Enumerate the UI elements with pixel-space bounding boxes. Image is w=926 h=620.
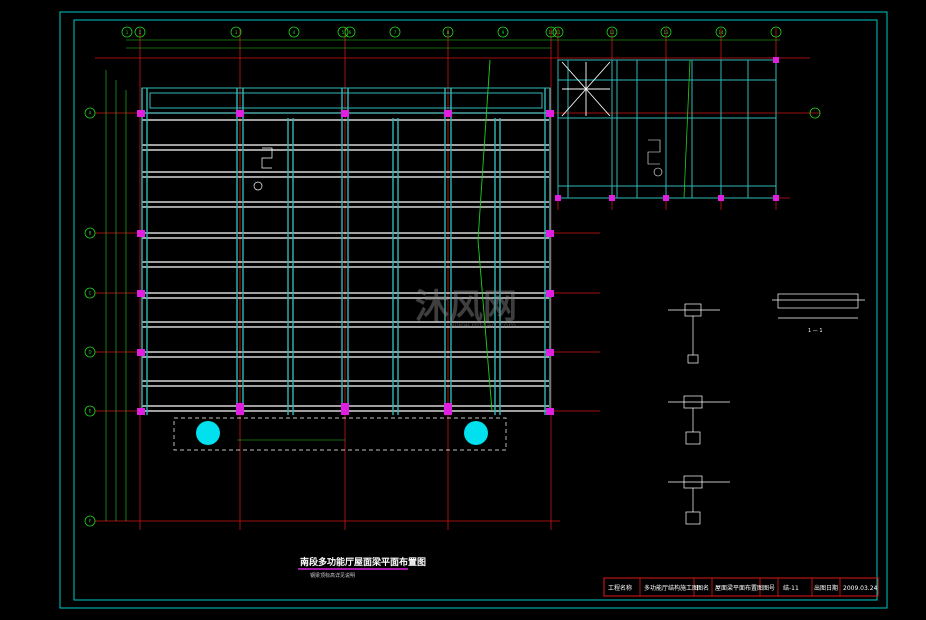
- top-parapet-band: [141, 87, 551, 114]
- axis-label-top: 7: [394, 30, 397, 35]
- drawing-inner-frame: [73, 19, 878, 601]
- axis-label-top: 5: [342, 30, 345, 35]
- cyan-circle-left: [196, 421, 220, 445]
- axis-label-left: C: [89, 291, 92, 296]
- axis-label-left: F: [89, 519, 92, 524]
- title-block-cell: 图号: [763, 585, 775, 592]
- title-block-cell: 结-11: [783, 584, 799, 592]
- axis-label-left: A: [89, 111, 92, 116]
- main-columns: [137, 110, 554, 415]
- axis-label-top: 6: [349, 30, 352, 35]
- cyan-circle-right: [464, 421, 488, 445]
- right-roof-panel: [557, 59, 777, 199]
- bottom-dashed-zone: [173, 417, 507, 451]
- dimension-lines-left: [105, 70, 127, 521]
- axis-bubbles-left: [84, 107, 821, 527]
- axis-label-top: 9: [502, 30, 505, 35]
- title-block-cell: 多功能厅结构施工图: [644, 584, 698, 592]
- dimension-lines-top: [126, 39, 780, 49]
- x-bracing: [561, 61, 611, 117]
- title-block: 工程名称 多功能厅结构施工图 图名 屋面梁平面布置图 图号 结-11 出图日期 …: [603, 577, 879, 597]
- right-green-line: [683, 59, 691, 199]
- axis-bubbles-top: [121, 26, 782, 38]
- axis-label-left: D: [88, 350, 91, 355]
- right-stair-symbol: [647, 139, 663, 177]
- section-detail-2: [668, 395, 730, 445]
- section-label: 1 — 1: [808, 328, 823, 334]
- drawing-title: 南段多功能厅屋面梁平面布置图: [300, 556, 426, 568]
- axis-label-top: 4: [293, 30, 296, 35]
- title-block-cell: 出图日期: [814, 584, 838, 592]
- diagonal-dimension-line: [477, 59, 491, 241]
- axis-label-left: B: [89, 231, 92, 236]
- watermark: 沐风网 www.mfcad.com: [415, 287, 517, 330]
- watermark-brand: 沐风网: [415, 287, 517, 327]
- axis-label-top: 13: [663, 30, 669, 35]
- axis-label-top: 3: [235, 30, 238, 35]
- axis-label-top: 1: [126, 30, 129, 35]
- diagonal-dimension-line-lower: [477, 239, 493, 412]
- title-block-cell: 屋面梁平面布置图: [715, 584, 763, 592]
- axis-labels-left: A B C D E F: [88, 111, 91, 524]
- right-columns: [555, 57, 779, 201]
- grid-lines-vertical: [139, 28, 777, 530]
- axis-label-top: 11: [555, 30, 561, 35]
- section-detail-3: [668, 475, 730, 525]
- axis-label-top: 2: [139, 30, 142, 35]
- drawing-subtitle: 钢梁顶标高详见说明: [310, 572, 355, 579]
- watermark-url: www.mfcad.com: [450, 321, 516, 330]
- stair-symbol: [253, 147, 273, 191]
- axis-label-top: 12: [609, 30, 615, 35]
- main-vertical-beams: [141, 88, 551, 415]
- axis-label-top: 8: [447, 30, 450, 35]
- axis-label-top: 14: [718, 30, 724, 35]
- title-block-cell: 工程名称: [608, 584, 632, 592]
- title-block-cell: 2009.03.24: [843, 585, 878, 592]
- section-detail-4: [772, 293, 865, 319]
- axis-label-left: E: [89, 409, 92, 414]
- axis-label-top: 10: [548, 30, 554, 35]
- title-block-cell: 图名: [697, 584, 709, 592]
- section-detail-1: [668, 303, 720, 364]
- drawing-outer-frame: [59, 11, 888, 609]
